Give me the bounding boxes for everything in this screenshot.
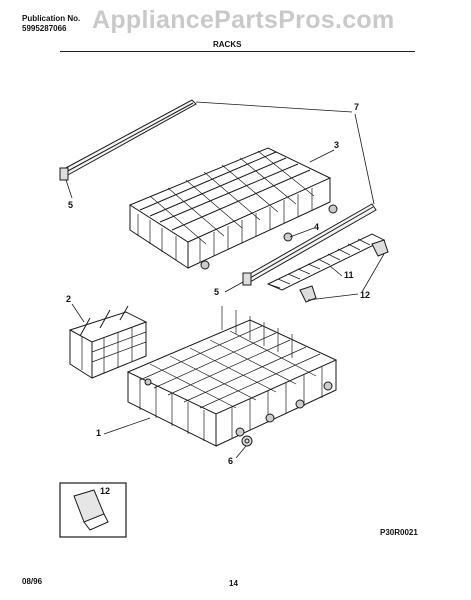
callout-2: 2 — [66, 294, 72, 304]
footer-date: 08/96 — [22, 577, 43, 586]
callout-11: 11 — [344, 270, 354, 280]
callout-5-lower: 5 — [214, 287, 220, 297]
callout-12: 12 — [360, 290, 371, 300]
callout-4: 4 — [314, 222, 320, 232]
figure-code: P30R0021 — [380, 528, 418, 537]
callout-5-upper: 5 — [68, 200, 74, 210]
silverware-basket — [68, 305, 148, 379]
watermark: AppliancePartsPros.com — [92, 6, 395, 34]
section-title: RACKS — [213, 40, 242, 49]
clip-detail-inset — [59, 482, 127, 538]
lower-rack — [126, 306, 338, 447]
publication-number: 5995287066 — [22, 24, 67, 33]
callout-1: 1 — [96, 428, 102, 438]
publication-label: Publication No. — [22, 14, 81, 23]
callout-7: 6 — [228, 456, 234, 466]
page-number: 14 — [229, 579, 238, 588]
header-rule — [60, 51, 415, 52]
shelf-clip — [299, 239, 389, 303]
upper-rack — [128, 147, 338, 270]
callout-12-inset: 12 — [100, 486, 111, 496]
leader-lines — [65, 101, 385, 459]
rack-wheel — [241, 435, 253, 447]
callout-3: 3 — [334, 140, 340, 150]
lower-rack-rail — [242, 203, 377, 286]
upper-rack-rail — [59, 99, 197, 181]
callout-6: 7 — [354, 102, 360, 112]
